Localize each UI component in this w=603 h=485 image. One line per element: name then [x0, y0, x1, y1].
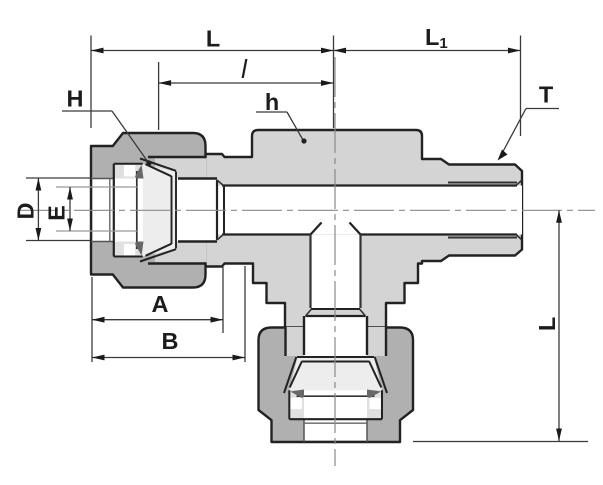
svg-text:L: L: [534, 317, 560, 331]
svg-text:A: A: [152, 291, 169, 317]
svg-text:h: h: [265, 89, 279, 115]
svg-text:l: l: [241, 54, 248, 84]
svg-text:T: T: [539, 82, 554, 108]
svg-text:B: B: [162, 328, 179, 354]
svg-text:E: E: [44, 205, 70, 221]
svg-text:D: D: [13, 203, 39, 220]
svg-text:L: L: [206, 26, 220, 52]
svg-text:H: H: [67, 86, 84, 112]
